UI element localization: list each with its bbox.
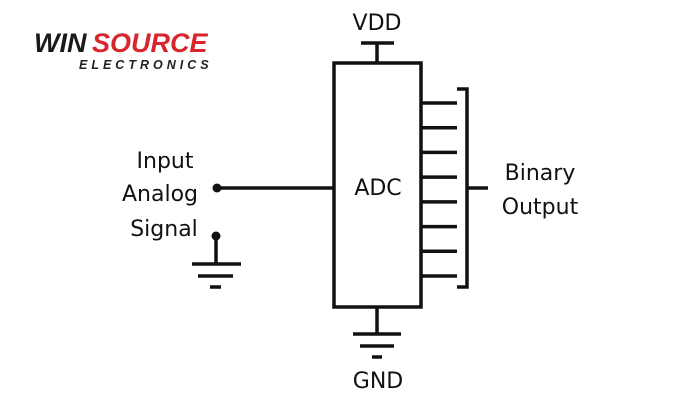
vdd-label: VDD: [353, 11, 402, 36]
input-label-line-3: Signal: [130, 217, 198, 242]
input-label-line-2: Analog: [122, 182, 198, 207]
output-bit-lines: [421, 101, 457, 278]
ground-symbol-input: [192, 231, 241, 289]
output-bracket: [457, 87, 469, 289]
logo-brand-source: SOURCE: [92, 28, 209, 58]
logo-subtitle: ELECTRONICS: [79, 58, 213, 72]
winsource-logo: WIN SOURCE ELECTRONICS: [34, 28, 213, 72]
gnd-label: GND: [353, 369, 403, 394]
adc-label: ADC: [354, 176, 401, 201]
output-label-line-2: Output: [502, 195, 579, 220]
input-label-line-1: Input: [137, 149, 194, 174]
output-label-line-1: Binary: [505, 161, 576, 186]
logo-brand-win: WIN: [34, 28, 87, 58]
ground-symbol-adc: [353, 307, 401, 359]
